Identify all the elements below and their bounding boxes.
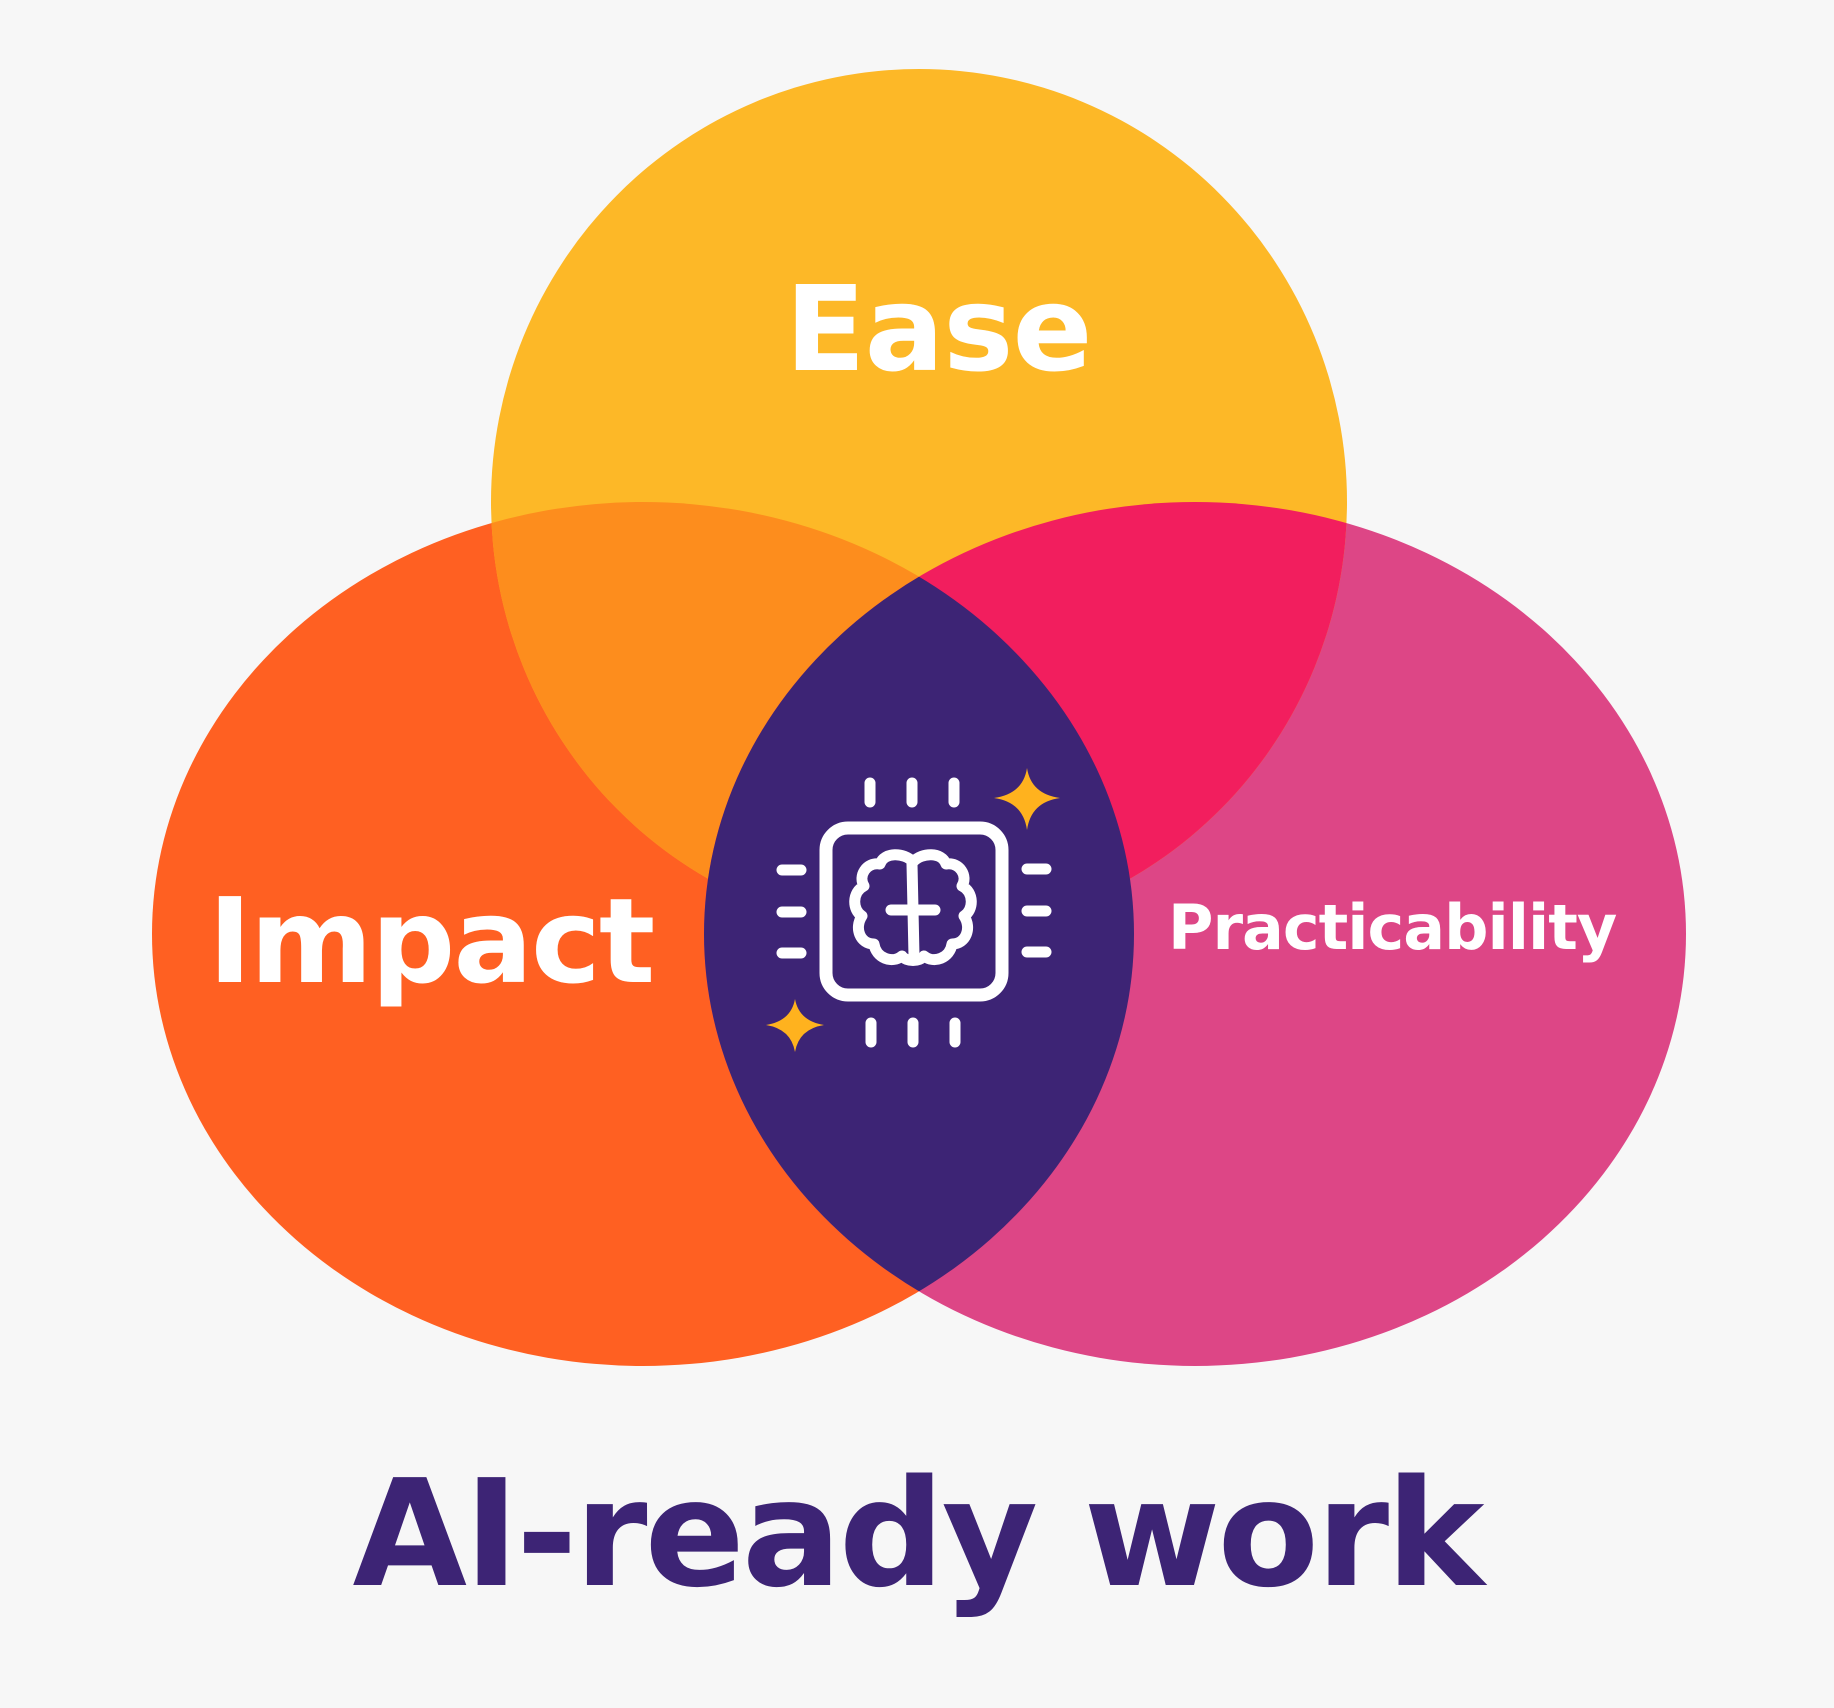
center-overlap [704, 502, 1134, 1366]
sparkle-icon-top-right [994, 768, 1060, 830]
ai-chip-brain-icon [776, 777, 1052, 1048]
label-practicability: Practicability [1168, 891, 1617, 964]
chip-outline [819, 821, 1009, 1002]
label-impact: Impact [208, 872, 655, 1010]
label-ease: Ease [785, 260, 1093, 398]
sparkle-icon-bottom-left [766, 999, 824, 1052]
diagram-title: AI-ready work [352, 1448, 1484, 1620]
